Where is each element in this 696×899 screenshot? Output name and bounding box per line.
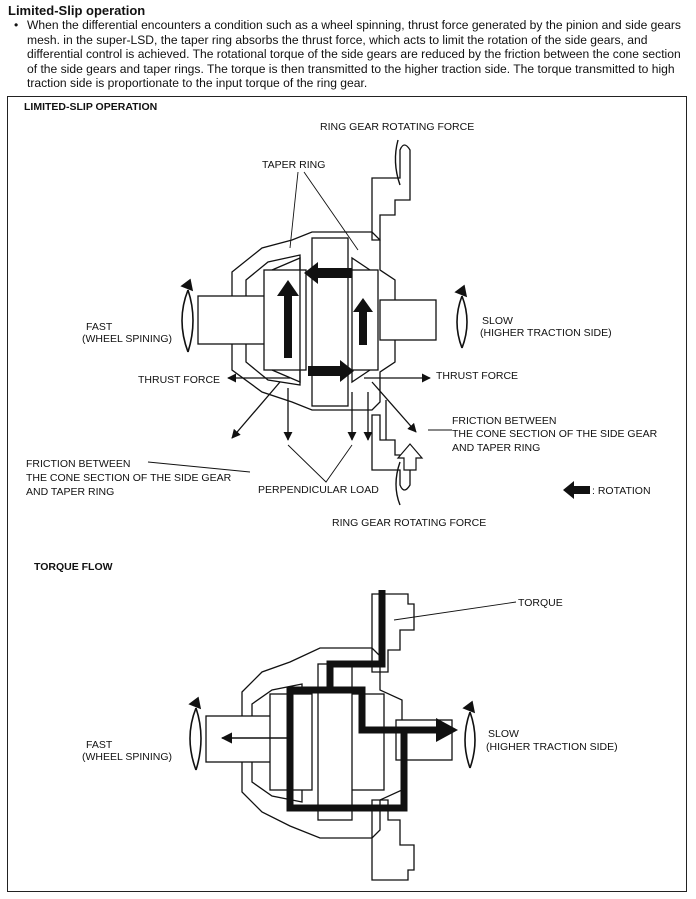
friction-left-label-1: FRICTION BETWEEN (26, 458, 130, 470)
rotation-arrow-up-left (277, 280, 299, 358)
slow-sublabel: (HIGHER TRACTION SIDE) (480, 327, 612, 339)
wheel-rotation-left-lower (188, 696, 202, 771)
fast-sublabel: (WHEEL SPINING) (82, 333, 172, 345)
torque-path (286, 590, 436, 812)
ring-gear-force-arrow (396, 443, 424, 471)
torque-label: TORQUE (518, 597, 563, 609)
ring-gear-rotation-bottom (395, 461, 401, 506)
rotation-arrow-left (304, 262, 352, 284)
ring-gear-force-top-label: RING GEAR ROTATING FORCE (320, 121, 474, 133)
rotation-arrow-up-right (353, 298, 373, 345)
friction-arrow-left (231, 381, 281, 439)
torque-flow-title: TORQUE FLOW (34, 561, 113, 573)
friction-left-label-2: THE CONE SECTION OF THE SIDE GEAR (26, 472, 232, 484)
friction-right-label-3: AND TAPER RING (452, 442, 540, 454)
perpendicular-load-label: PERPENDICULAR LOAD (258, 484, 379, 496)
slow-sublabel-lower: (HIGHER TRACTION SIDE) (486, 741, 618, 753)
thrust-force-right-label: THRUST FORCE (436, 370, 518, 382)
wheel-rotation-left (180, 278, 194, 353)
slow-label-lower: SLOW (488, 728, 519, 740)
fast-sublabel-lower: (WHEEL SPINING) (82, 751, 172, 763)
section-heading: Limited-Slip operation (8, 3, 146, 18)
axles (197, 295, 437, 345)
friction-right-label-2: THE CONE SECTION OF THE SIDE GEAR (452, 428, 658, 440)
wheel-rotation-right (454, 284, 468, 349)
diagram-frame (7, 96, 687, 892)
torque-flow-diagram: TORQUE FLOW (34, 561, 618, 881)
paragraph-text: When the differential encounters a condi… (27, 18, 681, 91)
fast-label-lower: FAST (86, 739, 113, 751)
limited-slip-diagram: LIMITED-SLIP OPERATION (24, 101, 658, 529)
leader-lines (147, 171, 452, 483)
friction-left-label-3: AND TAPER RING (26, 486, 114, 498)
fast-label: FAST (86, 321, 113, 333)
slow-label: SLOW (482, 315, 513, 327)
torque-leader (393, 601, 517, 621)
ring-gear (371, 144, 411, 491)
friction-arrow-right (371, 381, 417, 433)
ring-gear-force-bottom-label: RING GEAR ROTATING FORCE (332, 517, 486, 529)
torque-output-arrow (436, 718, 458, 742)
rotation-legend-label: : ROTATION (592, 485, 651, 497)
torque-path-branch (330, 686, 404, 734)
rotation-arrows (277, 262, 373, 382)
wheel-rotation-right-lower (462, 700, 476, 769)
rotation-legend-icon (563, 481, 590, 499)
ring-gear-rotation-top (394, 139, 401, 186)
limited-slip-title: LIMITED-SLIP OPERATION (24, 101, 157, 113)
ring-gear-lower (371, 593, 415, 881)
differential-case (231, 231, 396, 411)
thrust-force-left-label: THRUST FORCE (138, 374, 220, 386)
taper-ring-label: TAPER RING (262, 159, 325, 171)
friction-right-label-1: FRICTION BETWEEN (452, 415, 556, 427)
rotation-arrow-right (308, 360, 354, 382)
description-paragraph: • When the differential encounters a con… (14, 18, 690, 91)
force-arrows (227, 373, 431, 441)
bullet: • (14, 18, 19, 32)
